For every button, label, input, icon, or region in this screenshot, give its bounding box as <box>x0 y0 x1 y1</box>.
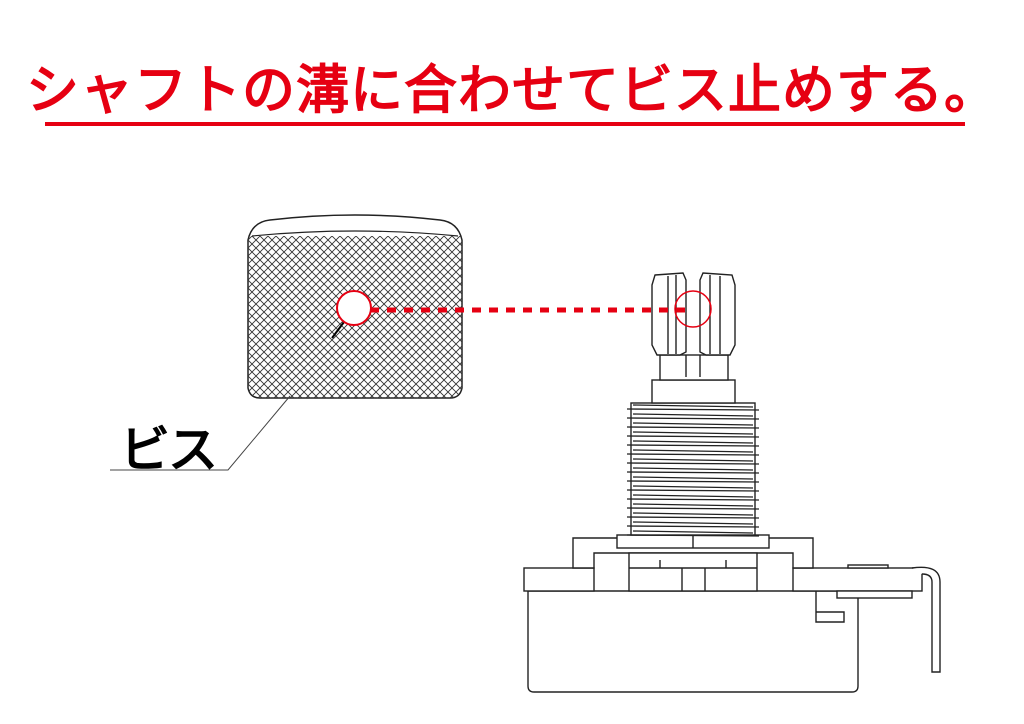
thread-lines <box>626 404 760 537</box>
shaft-slot-marker <box>674 290 712 328</box>
potentiometer <box>523 272 941 693</box>
screw-hole-marker <box>336 290 372 326</box>
screw-pointer <box>331 321 345 339</box>
page-title: シャフトの溝に合わせてビス止めする。 <box>26 60 998 121</box>
shaft-threads <box>626 404 760 537</box>
screw-label: ビス <box>120 421 218 479</box>
leader-line <box>110 395 291 471</box>
title-underline <box>45 122 965 126</box>
